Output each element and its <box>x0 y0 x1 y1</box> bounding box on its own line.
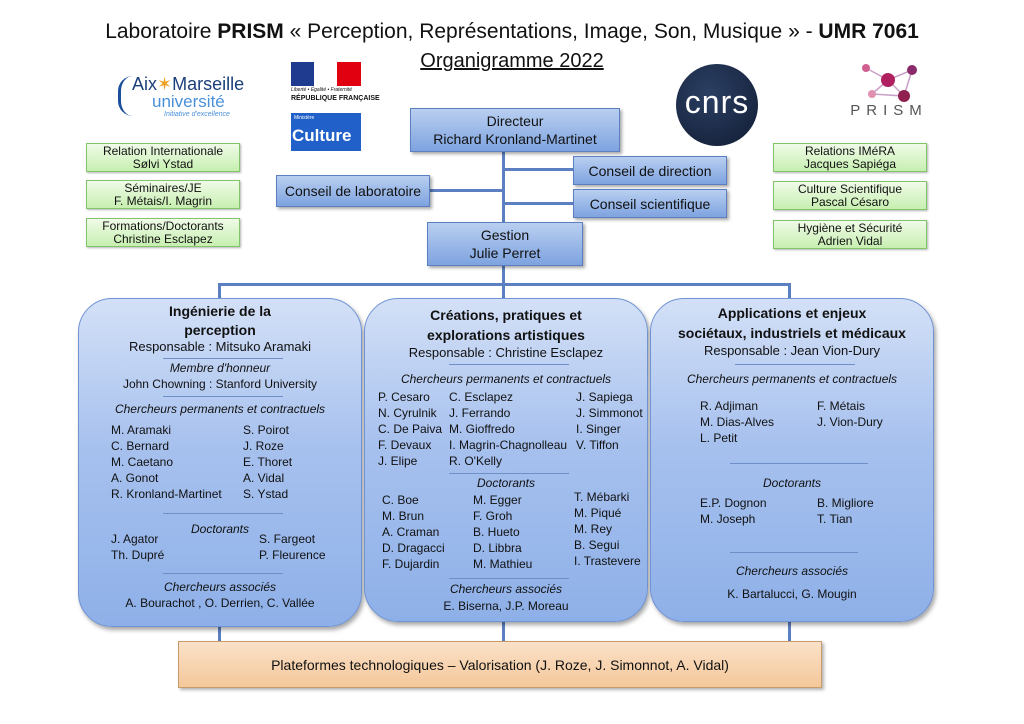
gestion-role: Gestion <box>480 227 530 243</box>
team3-assoc-label: Chercheurs associés <box>735 564 849 578</box>
team2-doc-label: Doctorants <box>476 476 536 490</box>
team2-title-line1: Créations, pratiques et <box>430 307 582 323</box>
connector-team1-up <box>218 283 221 301</box>
team1-title-line1: Ingénierie de la <box>169 303 271 319</box>
plateformes-technologiques-box: Plateformes technologiques – Valorisatio… <box>178 641 822 688</box>
team1-honor-member: John Chowning : Stanford University <box>122 377 318 391</box>
team1-responsable: Responsable : Mitsuko Aramaki <box>128 339 312 354</box>
team3-perm-label: Chercheurs permanents et contractuels <box>686 372 898 386</box>
team-applications-enjeux: Applications et enjeux sociétaux, indust… <box>650 298 934 622</box>
team3-assoc: K. Bartalucci, G. Mougin <box>727 587 857 601</box>
connector-team2-up <box>502 283 505 301</box>
prism-logo: PRISM <box>842 58 934 120</box>
team2-perm-label: Chercheurs permanents et contractuels <box>400 372 612 386</box>
team1-assoc-label: Chercheurs associés <box>163 580 277 594</box>
connector-team2-platform <box>502 620 505 641</box>
connector-team1-platform <box>218 625 221 641</box>
amu-logo: Aix✶Marseille université Initiative d'ex… <box>118 72 258 127</box>
conseil-laboratoire-box: Conseil de laboratoire <box>276 175 430 207</box>
gestion-name: Julie Perret <box>469 245 541 261</box>
connector-conseil-scientifique <box>503 202 573 205</box>
connector-conseil-direction <box>503 168 573 171</box>
conseil-direction-box: Conseil de direction <box>573 156 727 185</box>
team2-assoc: E. Biserna, J.P. Moreau <box>443 599 569 613</box>
team1-assoc: A. Bourachot , O. Derrien, C. Vallée <box>125 596 315 610</box>
team3-doc-label: Doctorants <box>762 476 822 490</box>
republique-francaise-logo: Liberté • Égalité • Fraternité RÉPUBLIQU… <box>291 62 380 108</box>
connector-horizontal-teams <box>219 283 791 286</box>
team3-title-line1: Applications et enjeux <box>717 305 867 321</box>
team1-perm-label: Chercheurs permanents et contractuels <box>114 402 326 416</box>
team1-honor-label: Membre d'honneur <box>169 361 271 375</box>
culture-logo: Ministère Culture <box>291 113 361 151</box>
connector-conseil-laboratoire <box>423 189 503 192</box>
team2-assoc-label: Chercheurs associés <box>449 582 563 596</box>
team1-doc-label: Doctorants <box>190 522 250 536</box>
connector-director-gestion <box>502 150 505 222</box>
connector-team3-platform <box>788 620 791 641</box>
team2-responsable: Responsable : Christine Esclapez <box>408 345 604 360</box>
director-name: Richard Kronland-Martinet <box>433 131 597 147</box>
conseil-scientifique-box: Conseil scientifique <box>573 189 727 218</box>
team3-responsable: Responsable : Jean Vion-Dury <box>703 343 881 358</box>
team-creations-pratiques: Créations, pratiques et explorations art… <box>364 298 648 622</box>
page-title: Laboratoire PRISM « Perception, Représen… <box>105 20 919 43</box>
gestion-box: Gestion Julie Perret <box>427 222 583 266</box>
cnrs-logo: cnrs <box>676 64 758 146</box>
team1-title-line2: perception <box>184 322 256 338</box>
team2-title-line2: explorations artistiques <box>427 327 585 343</box>
team3-title-line2: sociétaux, industriels et médicaux <box>678 325 906 341</box>
director-box: Directeur Richard Kronland-Martinet <box>410 108 620 152</box>
team-ingenierie-perception: Ingénierie de la perception Responsable … <box>78 298 362 627</box>
connector-gestion-down <box>502 264 505 284</box>
connector-team3-up <box>788 283 791 301</box>
page-subtitle: Organigramme 2022 <box>420 50 604 72</box>
director-role: Directeur <box>486 113 544 129</box>
prism-network-icon <box>862 64 917 102</box>
